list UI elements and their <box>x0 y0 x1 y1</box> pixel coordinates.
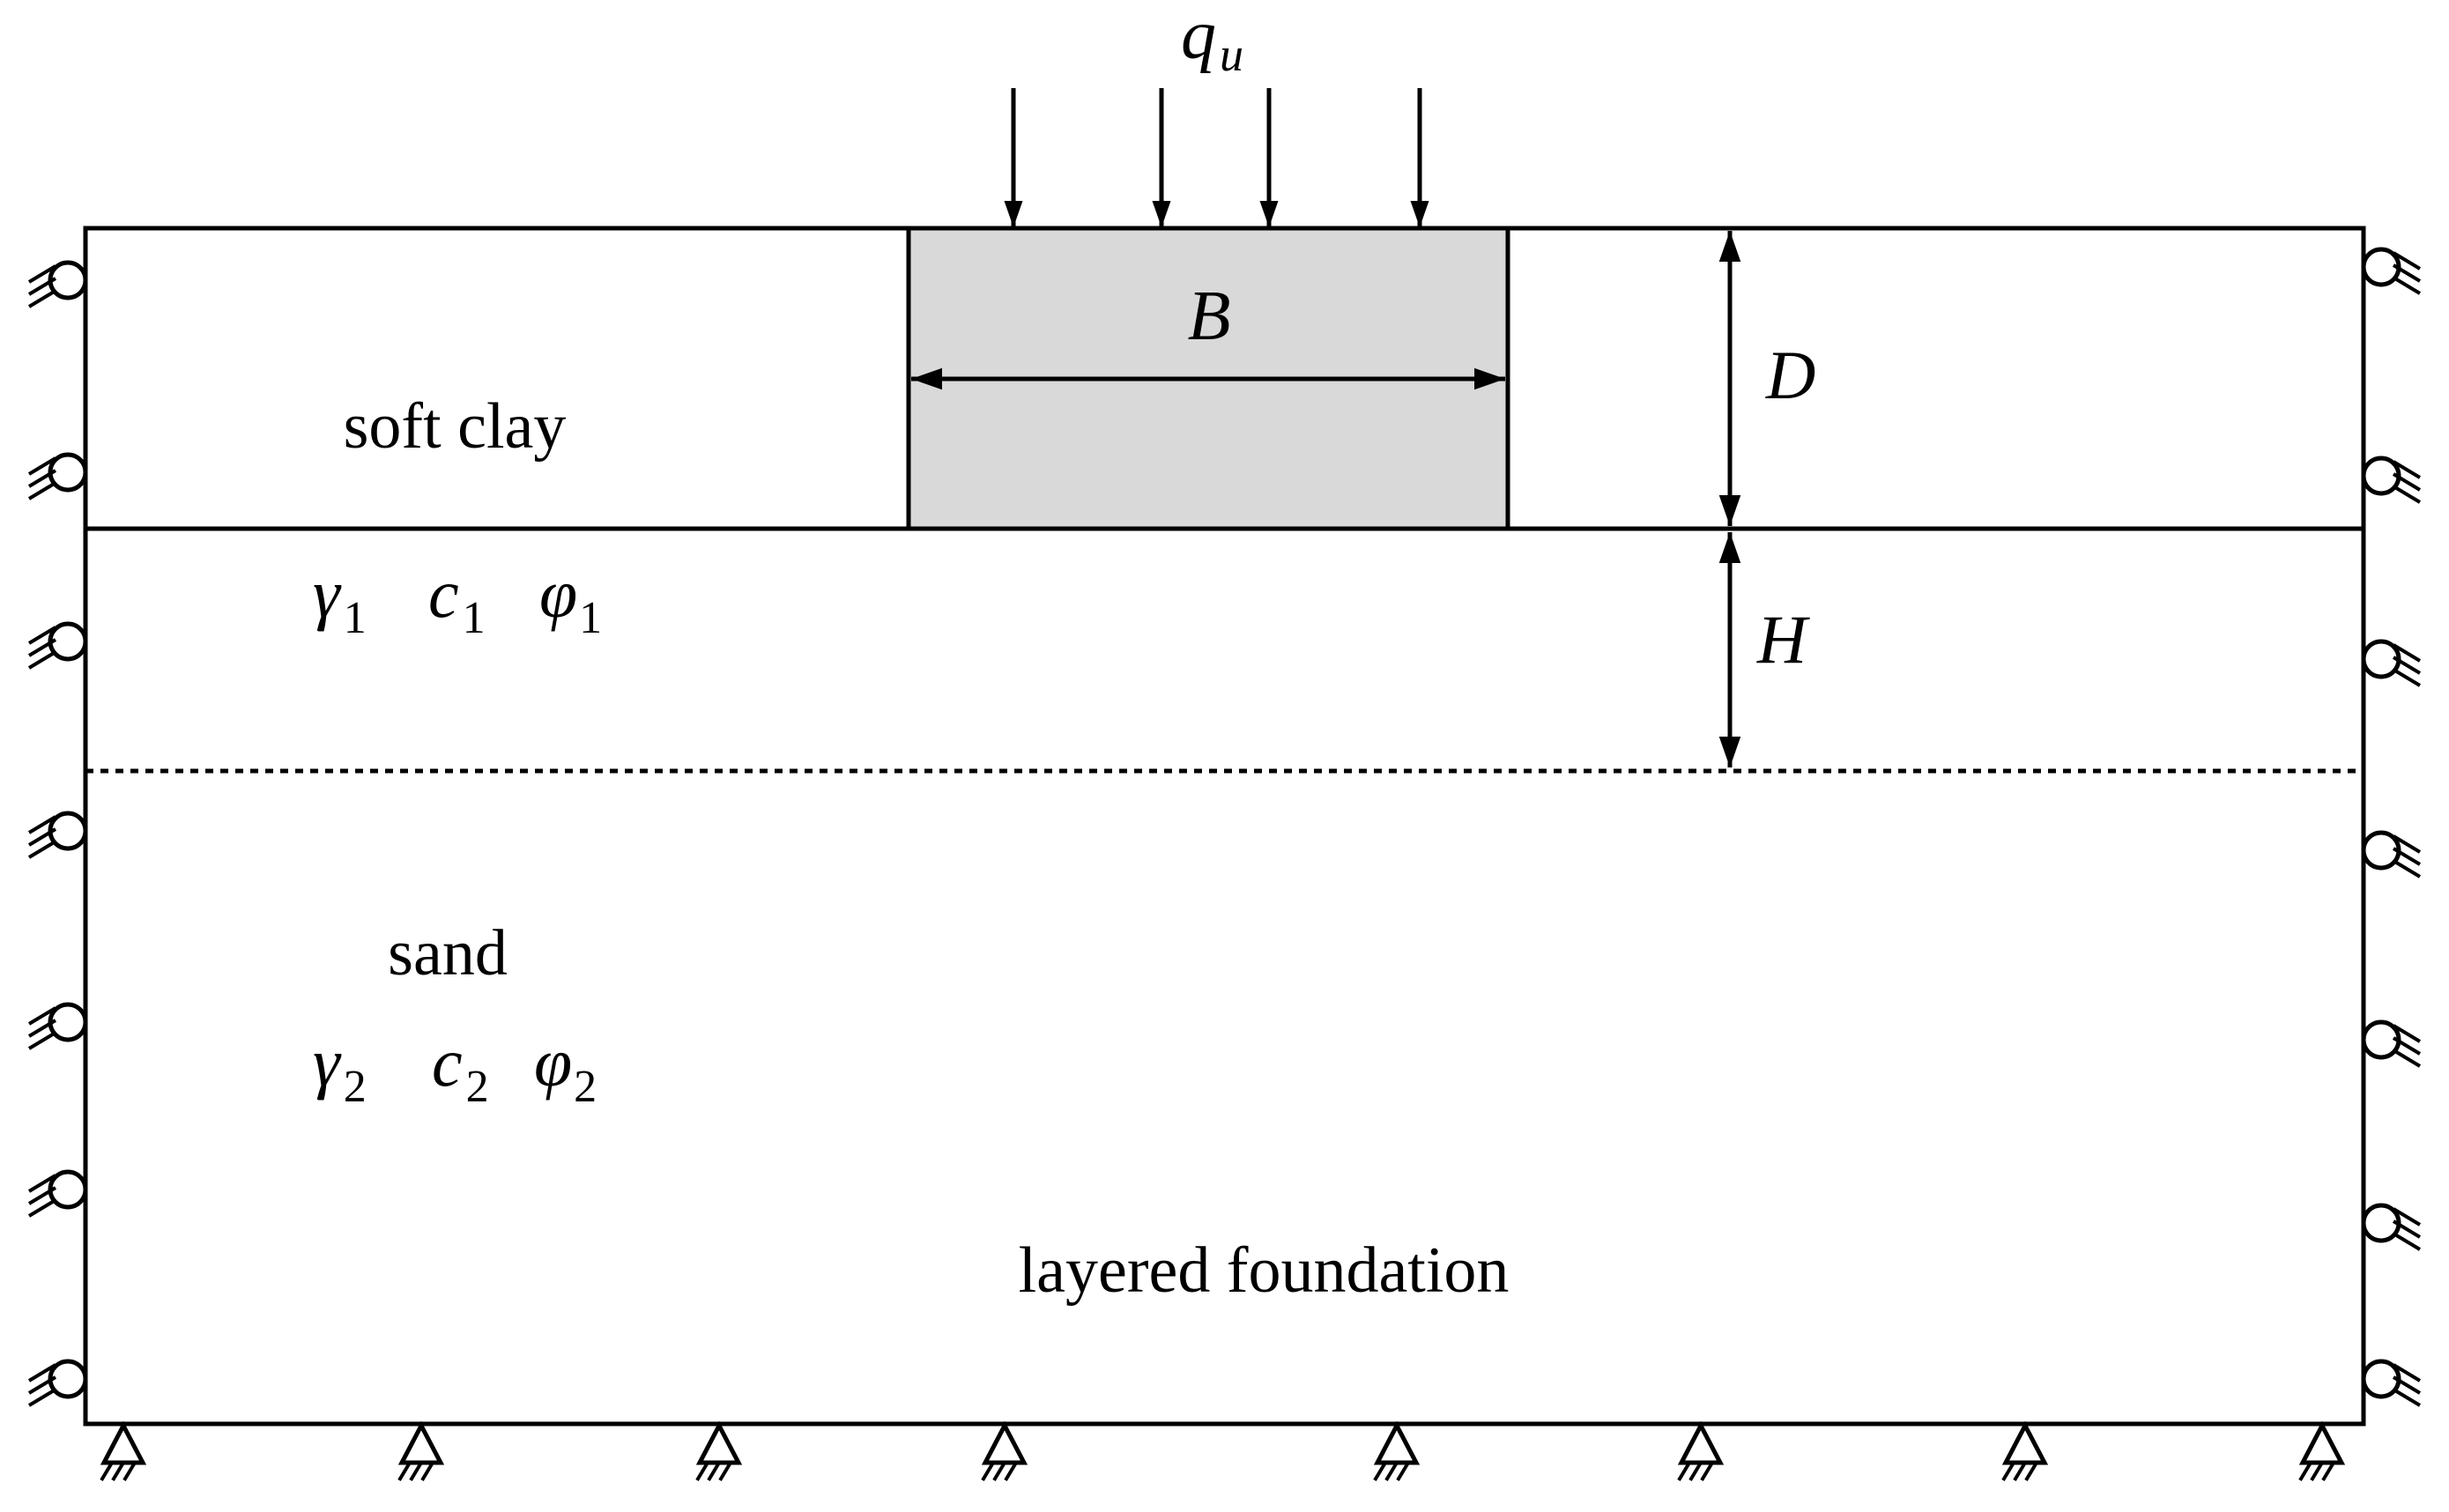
width-label: B <box>1188 278 1231 355</box>
layer2-unit-weight: γ2 <box>313 1024 367 1112</box>
bottom-layer-label: sand <box>388 917 508 989</box>
thickness-label: H <box>1756 601 1810 678</box>
roller-support <box>27 1359 88 1407</box>
layer1-cohesion: c1 <box>428 555 486 643</box>
foundation-caption: layered foundation <box>1019 1234 1510 1307</box>
layer2-friction-angle: φ2 <box>534 1024 597 1112</box>
roller-support <box>2361 456 2422 504</box>
pin-support <box>981 1420 1028 1482</box>
depth-label: D <box>1765 337 1815 413</box>
layer1-params: γ1 c1 φ1 <box>313 555 602 643</box>
load-arrows <box>1004 88 1429 227</box>
layer2-params: γ2 c2 φ2 <box>313 1024 597 1112</box>
layer1-friction-angle: φ1 <box>539 555 602 643</box>
pin-support <box>1373 1420 1421 1482</box>
pin-support <box>397 1420 445 1482</box>
pin-support <box>695 1420 743 1482</box>
roller-support <box>27 1002 88 1050</box>
layer1-unit-weight: γ1 <box>313 555 367 643</box>
roller-support <box>2361 639 2422 687</box>
pin-support <box>100 1420 147 1482</box>
roller-support <box>2361 247 2422 295</box>
roller-support <box>27 1169 88 1218</box>
roller-support <box>27 621 88 670</box>
top-layer-label: soft clay <box>344 390 567 463</box>
pin-support <box>1677 1420 1725 1482</box>
roller-support <box>2361 1019 2422 1068</box>
roller-support <box>2361 1359 2422 1407</box>
roller-support <box>27 452 88 500</box>
bottom-pin-supports <box>100 1420 2346 1482</box>
pin-support <box>2001 1420 2049 1482</box>
layer2-cohesion: c2 <box>432 1024 489 1112</box>
roller-support <box>2361 830 2422 878</box>
right-roller-supports <box>2361 247 2422 1407</box>
roller-support <box>27 811 88 859</box>
load-label: qu <box>1181 0 1243 81</box>
left-roller-supports <box>27 260 88 1407</box>
roller-support <box>2361 1203 2422 1251</box>
roller-support <box>27 260 88 308</box>
pin-support <box>2298 1420 2346 1482</box>
